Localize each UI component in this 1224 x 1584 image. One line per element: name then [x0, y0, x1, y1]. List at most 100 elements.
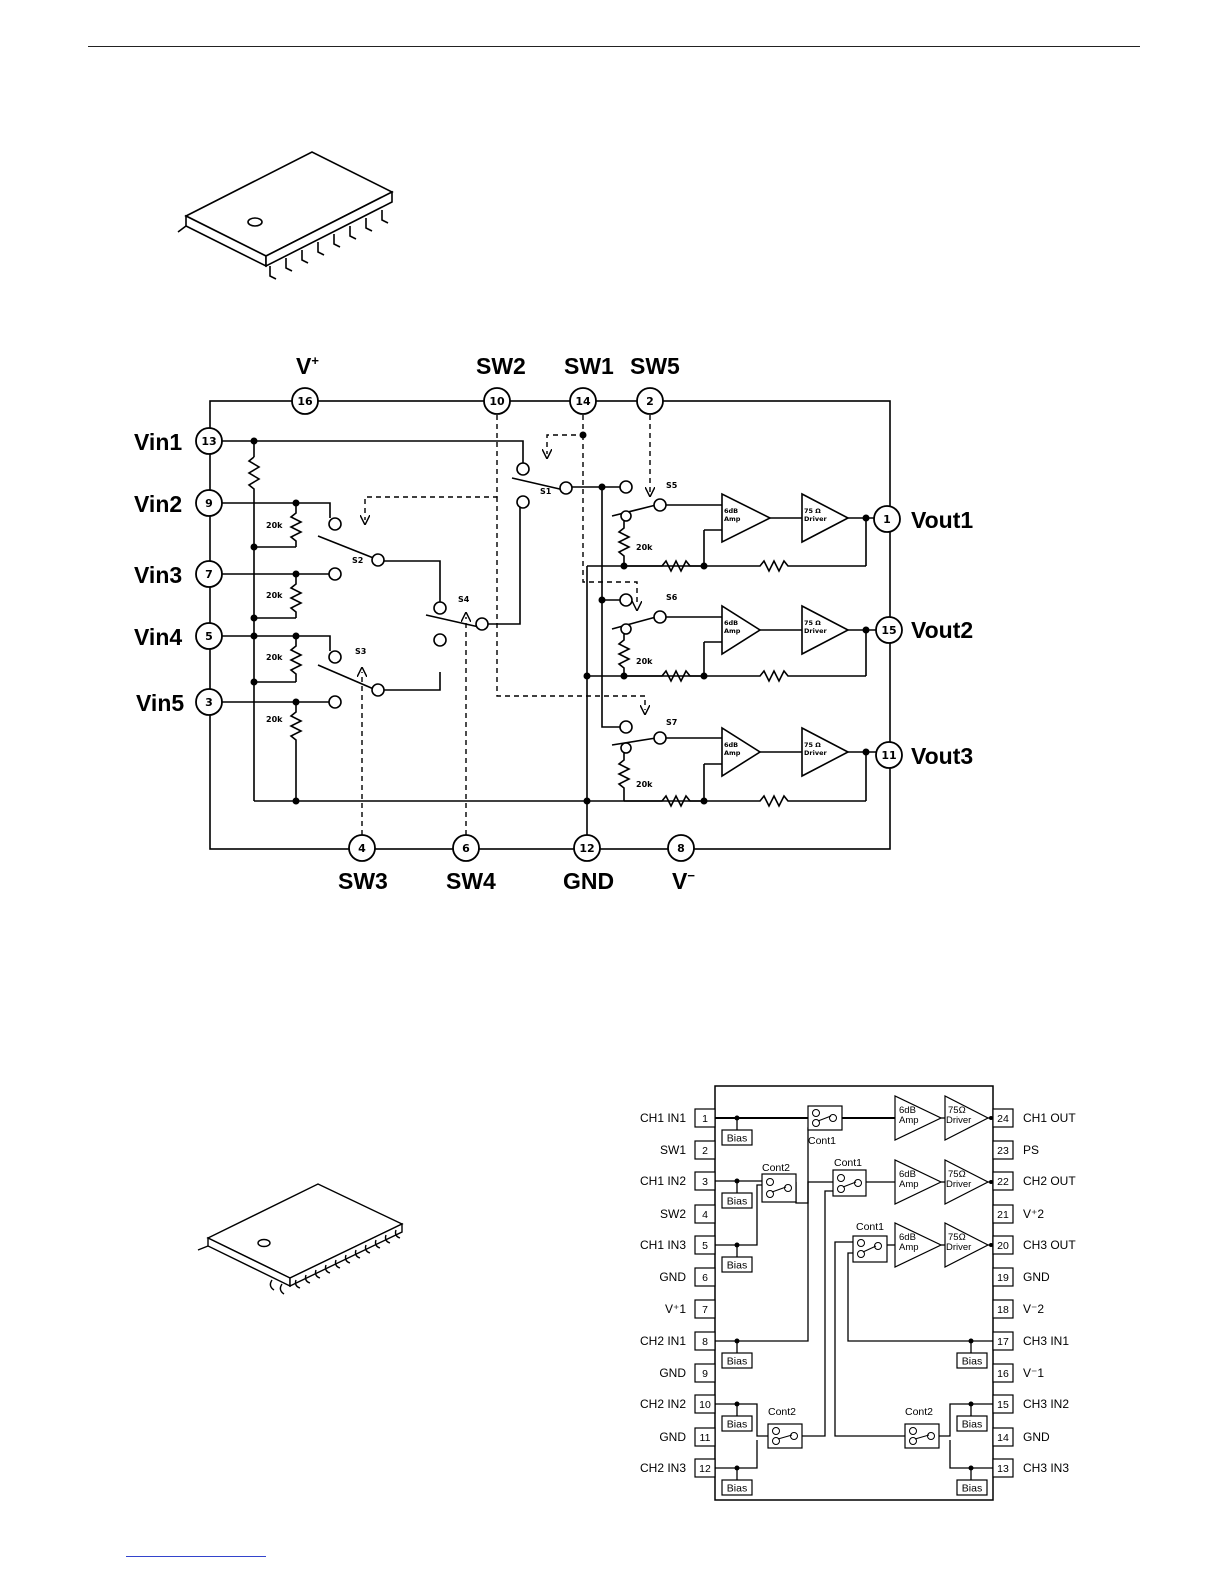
bias-box: [721, 1129, 753, 1146]
label-vout1: Vout1: [911, 507, 973, 533]
label-sw5: SW5: [630, 353, 680, 379]
switch-label-s6: S6: [666, 593, 678, 602]
bias-label: Bias: [727, 1419, 747, 1431]
left-pin-box: [694, 1427, 716, 1447]
amp-label: 6dB: [724, 619, 738, 627]
right-pin-label: CH3 IN2: [1023, 1397, 1069, 1411]
left-pin-label: GND: [659, 1270, 686, 1284]
driver-label: Driver: [804, 515, 827, 523]
right-pin-box: [992, 1267, 1014, 1287]
left-pin-label: CH2 IN3: [640, 1461, 686, 1475]
left-pin-label: SW2: [660, 1207, 686, 1221]
right-pin-number: 18: [997, 1304, 1009, 1316]
driver-75ohm-ch1: [944, 1095, 990, 1141]
driver-label: 75 Ω: [804, 619, 821, 627]
bias-label: Bias: [727, 1196, 747, 1208]
pin-16-vplus: [291, 387, 319, 415]
right-pin-number: 15: [997, 1399, 1009, 1411]
amp-label: 6dB: [724, 741, 738, 749]
right-pin-box: [992, 1427, 1014, 1447]
pin-number: 6: [462, 842, 470, 855]
resistor-label: 20k: [636, 657, 653, 666]
bias-box: [721, 1192, 753, 1209]
left-pin-label: CH1 IN3: [640, 1238, 686, 1252]
right-pin-number: 20: [997, 1240, 1009, 1252]
left-pin-number: 3: [702, 1176, 708, 1188]
pin-7-vin3: [195, 560, 223, 588]
pin-8-vminus: [667, 834, 695, 862]
cont2-label: Cont2: [905, 1406, 933, 1418]
pin-number: 14: [575, 395, 591, 408]
right-pin-number: 23: [997, 1145, 1009, 1157]
left-pin-number: 11: [700, 1432, 711, 1444]
pin-2-sw5: [636, 387, 664, 415]
amp-6db-ch1: [894, 1095, 943, 1141]
switch-label-s4: S4: [458, 595, 470, 604]
left-pin-number: 7: [702, 1304, 708, 1316]
left-pin-number: 9: [702, 1368, 708, 1380]
bias-label: Bias: [727, 1260, 747, 1272]
driver-label: Driver: [804, 627, 827, 635]
right-pin-label: CH3 IN3: [1023, 1461, 1069, 1475]
pin-number: 15: [881, 624, 896, 637]
pin-15-vout2: [875, 616, 903, 644]
driver-label: Driver: [946, 1179, 971, 1190]
pin-number: 12: [579, 842, 594, 855]
pin-11-vout3: [875, 741, 903, 769]
pin-number: 13: [201, 435, 216, 448]
left-pin-label: CH2 IN1: [640, 1334, 686, 1348]
left-pin-label: CH1 IN1: [640, 1111, 686, 1125]
pin-12-gnd: [573, 834, 601, 862]
pin-number: 9: [205, 497, 213, 510]
pin-number: 1: [883, 513, 891, 526]
left-pin-box: [694, 1299, 716, 1319]
resistor-label: 20k: [266, 653, 283, 662]
right-pin-label: PS: [1023, 1143, 1039, 1157]
right-pin-label: V⁺2: [1023, 1207, 1044, 1221]
right-pin-number: 14: [997, 1432, 1009, 1444]
bias-box: [721, 1479, 753, 1496]
pin-number: 16: [297, 395, 313, 408]
pin-number: 5: [205, 630, 213, 643]
label-vin1: Vin1: [134, 429, 182, 455]
amp-label: 6dB: [899, 1169, 916, 1180]
driver-label: 75Ω: [948, 1232, 966, 1243]
pin-4-sw3: [348, 834, 376, 862]
pin-number: 2: [646, 395, 654, 408]
right-pin-box: [992, 1204, 1014, 1224]
footer-link-underline[interactable]: [126, 1556, 266, 1557]
right-pin-box: [992, 1171, 1014, 1191]
right-pin-label: GND: [1023, 1430, 1050, 1444]
resistor-label: 20k: [636, 780, 653, 789]
left-pin-box: [694, 1140, 716, 1160]
bias-label: Bias: [727, 1356, 747, 1368]
pin-6-sw4: [452, 834, 480, 862]
label-sw1: SW1: [564, 353, 614, 379]
left-pin-number: 5: [702, 1240, 708, 1252]
left-pin-label: SW1: [660, 1143, 686, 1157]
label-vin4: Vin4: [134, 624, 182, 650]
left-pin-number: 4: [702, 1209, 708, 1221]
label-sw4: SW4: [446, 868, 496, 894]
switch-label-s5: S5: [666, 481, 678, 490]
left-pin-box: [694, 1267, 716, 1287]
resistor-label: 20k: [266, 715, 283, 724]
right-pin-label: CH3 OUT: [1023, 1238, 1076, 1252]
bias-label: Bias: [962, 1483, 982, 1495]
bias-label: Bias: [962, 1419, 982, 1431]
cont1-label: Cont1: [834, 1157, 862, 1169]
switch-label-s2: S2: [352, 556, 363, 565]
left-pin-number: 10: [699, 1399, 711, 1411]
switch-label-s3: S3: [355, 647, 366, 656]
right-pin-label: CH3 IN1: [1023, 1334, 1069, 1348]
pin-number: 4: [358, 842, 366, 855]
left-pin-box: [694, 1363, 716, 1383]
left-pin-label: GND: [659, 1430, 686, 1444]
amp-label: 6dB: [724, 507, 738, 515]
amp-label: 6dB: [899, 1232, 916, 1243]
right-pin-label: CH1 OUT: [1023, 1111, 1076, 1125]
label-vin2: Vin2: [134, 491, 182, 517]
driver-label: 75 Ω: [804, 507, 821, 515]
pin-10-sw2: [483, 387, 511, 415]
